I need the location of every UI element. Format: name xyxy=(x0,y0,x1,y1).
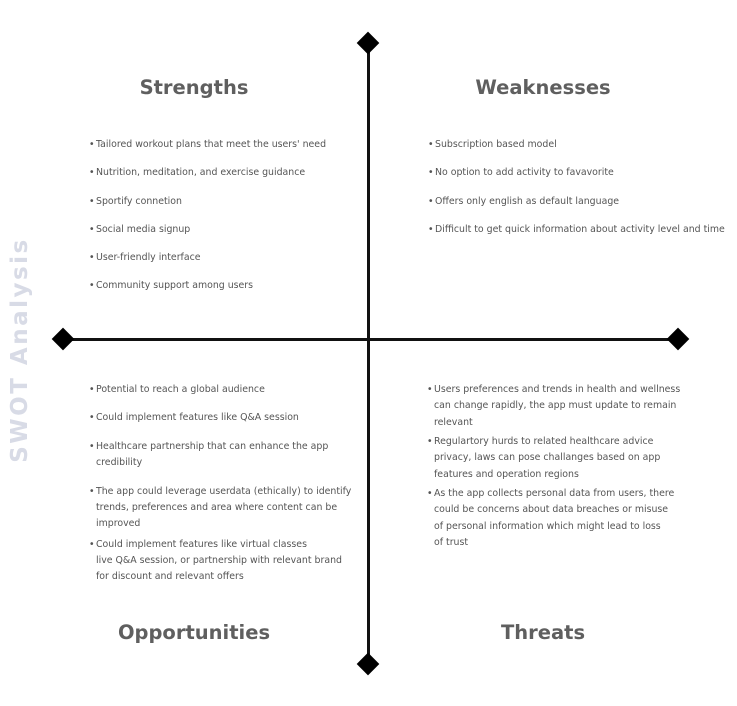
bullet-icon: • xyxy=(89,252,95,263)
bullet-icon: • xyxy=(89,486,95,497)
axis-bottom-diamond-icon xyxy=(356,652,380,676)
weaknesses-item-text: Subscription based model xyxy=(435,139,557,150)
strengths-item: •Social media signup xyxy=(89,222,191,238)
opportunities-item: •The app could leverage userdata (ethica… xyxy=(89,484,352,532)
opportunities-title: Opportunities xyxy=(117,621,271,644)
strengths-item: •Tailored workout plans that meet the us… xyxy=(89,137,327,153)
opportunities-item: •Healthcare partnership that can enhance… xyxy=(89,439,329,471)
bullet-icon: • xyxy=(428,196,434,207)
strengths-title: Strengths xyxy=(139,76,249,99)
threats-item: •Regulartory hurds to related healthcare… xyxy=(427,434,661,483)
bullet-icon: • xyxy=(89,412,95,423)
threats-item-text: features and operation regions xyxy=(434,468,579,480)
threats-item-text: privacy, laws can pose challanges based … xyxy=(434,452,661,464)
axis-left-diamond-icon xyxy=(51,327,75,351)
bullet-icon: • xyxy=(89,224,95,235)
bullet-icon: • xyxy=(89,539,95,550)
opportunities-item: •Potential to reach a global audience xyxy=(89,382,265,398)
strengths-item-text: Social media signup xyxy=(96,224,191,235)
opportunities-item-text: Healthcare partnership that can enhance … xyxy=(96,441,329,452)
opportunities-item-text: The app could leverage userdata (ethical… xyxy=(96,486,352,497)
threats-item: •Users preferences and trends in health … xyxy=(427,382,681,431)
side-title: SWOT Analysis xyxy=(7,237,33,463)
strengths-item-text: User-friendly interface xyxy=(96,252,201,263)
threats-item-text: of trust xyxy=(434,537,469,549)
threats-item-text: of personal information which might lead… xyxy=(434,520,661,532)
opportunities-item-text: Potential to reach a global audience xyxy=(96,384,265,395)
bullet-icon: • xyxy=(427,488,433,499)
bullet-icon: • xyxy=(427,384,433,395)
opportunities-item-text: for discount and relevant offers xyxy=(96,571,244,582)
strengths-item: •User-friendly interface xyxy=(89,250,201,266)
strengths-item: •Nutrition, meditation, and exercise gui… xyxy=(89,165,306,181)
weaknesses-item: •Subscription based model xyxy=(428,137,557,153)
opportunities-item-text: trends, preferences and area where conte… xyxy=(96,502,338,513)
opportunities-item-text: Could implement features like Q&A sessio… xyxy=(96,412,299,423)
bullet-icon: • xyxy=(89,441,95,452)
strengths-item: •Community support among users xyxy=(89,278,254,294)
threats-item-text: Users preferences and trends in health a… xyxy=(434,384,681,395)
weaknesses-title: Weaknesses xyxy=(475,76,611,99)
bullet-icon: • xyxy=(428,139,434,150)
threats-item-text: As the app collects personal data from u… xyxy=(434,488,675,499)
strengths-item-text: Community support among users xyxy=(96,280,254,291)
opportunities-item: •Could implement features like Q&A sessi… xyxy=(89,410,299,426)
strengths-item-text: Nutrition, meditation, and exercise guid… xyxy=(96,167,306,178)
opportunities-item-text: Could implement features like virtual cl… xyxy=(96,539,307,550)
threats-item-text: can change rapidly, the app must update … xyxy=(434,400,677,412)
opportunities-item: •Could implement features like virtual c… xyxy=(89,537,342,585)
bullet-icon: • xyxy=(89,280,95,291)
weaknesses-item: •No option to add activity to favavorite xyxy=(428,165,614,181)
bullet-icon: • xyxy=(89,139,95,150)
threats-item-text: could be concerns about data breaches or… xyxy=(434,504,669,516)
weaknesses-item: •Difficult to get quick information abou… xyxy=(428,222,725,238)
bullet-icon: • xyxy=(427,436,433,447)
strengths-item-text: Tailored workout plans that meet the use… xyxy=(96,139,327,150)
strengths-item-text: Sportify connetion xyxy=(96,196,182,207)
axis-top-diamond-icon xyxy=(356,31,380,55)
threats-title: Threats xyxy=(500,621,586,644)
bullet-icon: • xyxy=(89,384,95,395)
weaknesses-item-text: Difficult to get quick information about… xyxy=(435,224,725,235)
strengths-item: •Sportify connetion xyxy=(89,194,182,210)
opportunities-item-text: credibility xyxy=(96,457,143,468)
threats-item-text: Regulartory hurds to related healthcare … xyxy=(434,436,654,447)
weaknesses-item: •Offers only english as default language xyxy=(428,194,620,210)
bullet-icon: • xyxy=(428,224,434,235)
bullet-icon: • xyxy=(428,167,434,178)
opportunities-item-text: live Q&A session, or partnership with re… xyxy=(96,555,342,566)
opportunities-item-text: improved xyxy=(96,518,141,529)
axis-right-diamond-icon xyxy=(666,327,690,351)
horizontal-axis xyxy=(63,338,678,341)
threats-item: •As the app collects personal data from … xyxy=(427,486,675,552)
weaknesses-item-text: No option to add activity to favavorite xyxy=(435,167,614,178)
threats-item-text: relevant xyxy=(434,416,473,428)
bullet-icon: • xyxy=(89,167,95,178)
vertical-axis xyxy=(367,44,370,664)
bullet-icon: • xyxy=(89,196,95,207)
weaknesses-item-text: Offers only english as default language xyxy=(435,196,620,207)
